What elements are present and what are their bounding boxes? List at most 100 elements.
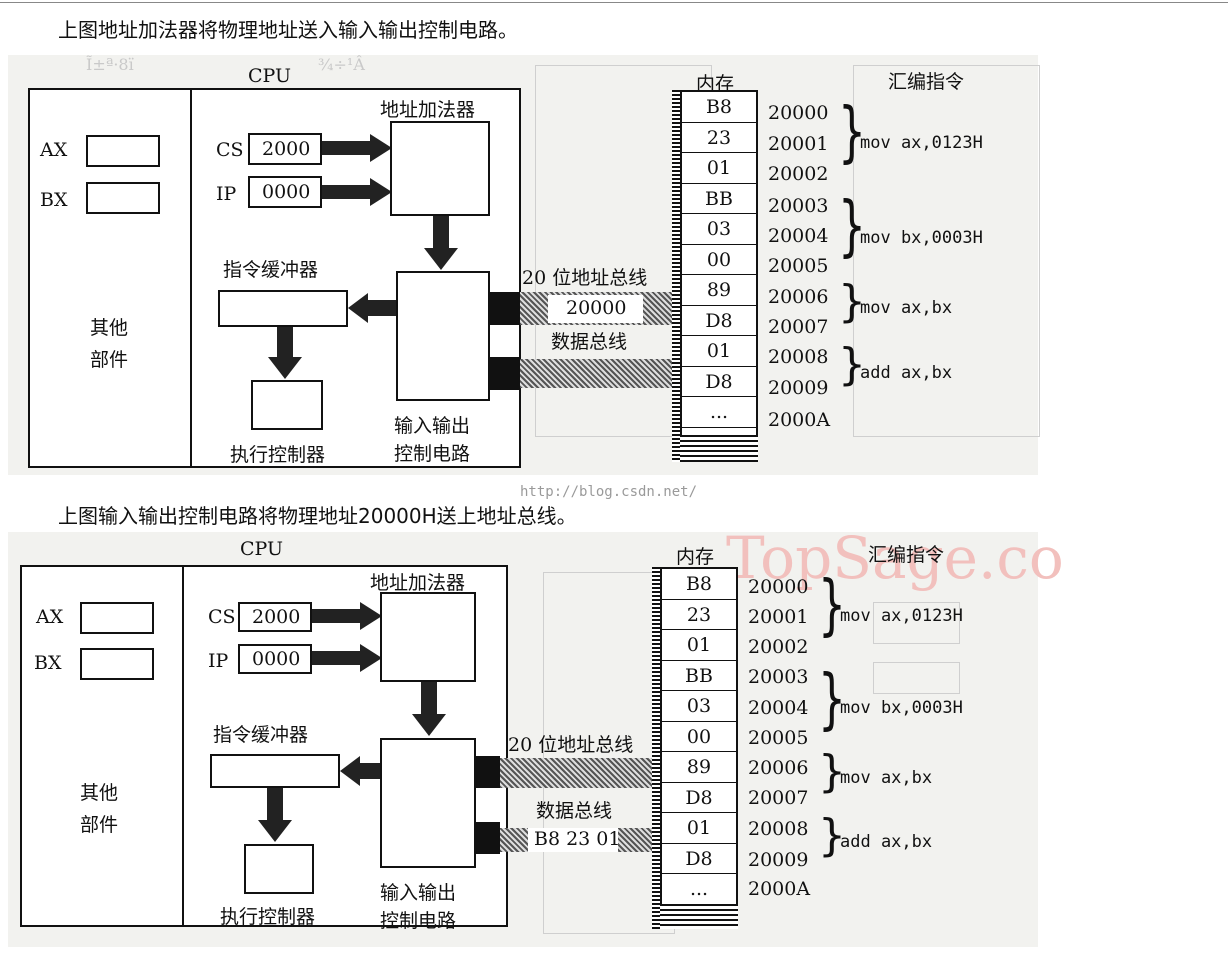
assembly-title: 汇编指令 [888,71,965,93]
data-bus-value-box: B8 23 01 [528,828,621,852]
register-to-adder-arrows [322,134,392,206]
instruction-buffer [210,754,340,788]
memory-address: 20000 [748,576,809,598]
io-to-buffer-arrow [348,293,398,323]
execution-controller-label: 执行控制器 [220,906,316,928]
url-watermark: http://blog.csdn.net/ [520,484,698,500]
diagram-figure-1: Ĩ±ª·8ï ¾÷¹Â CPU AX BX 其他 部件 CS 2000 IP 0… [8,55,1040,475]
memory-cell: D8 [682,306,756,336]
execution-controller-label: 执行控制器 [230,444,326,466]
ip-value: 0000 [252,648,301,670]
address-bus-value: 20000 [566,297,627,319]
memory-cell: B8 [662,569,736,600]
execution-controller [244,844,314,894]
brace-icon: } [838,94,866,171]
memory-stripe [652,567,660,929]
memory-address: 2000A [768,409,831,431]
memory-cell: 23 [682,123,756,153]
memory-cell: D8 [662,844,736,874]
memory-address: 2000A [748,878,811,900]
memory-cell: 23 [662,600,736,630]
io-control-circuit [396,271,490,401]
io-control-label-1: 输入输出 [394,415,471,437]
data-bus-label: 数据总线 [551,331,628,353]
cs-register: 2000 [248,133,322,165]
memory-cell: D8 [682,367,756,397]
top-divider [0,2,1228,3]
brace-icon: } [818,567,846,644]
address-bus-label: 20 位地址总线 [508,734,634,756]
cs-label: CS [216,139,244,161]
execution-controller [251,380,323,430]
memory-address: 20007 [768,316,829,338]
address-bus-label: 20 位地址总线 [522,267,648,289]
address-bus [500,758,652,788]
memory-address: 20008 [768,346,829,368]
assembly-instruction: add ax,bx [840,832,933,852]
io-control-label-2: 控制电路 [380,910,457,932]
ip-register: 0000 [238,644,312,674]
address-bus-port [490,292,520,325]
brace-icon: } [818,810,846,861]
memory-address: 20005 [748,727,809,749]
memory-cell: B8 [682,92,756,123]
data-bus [520,359,672,388]
other-parts-label-2: 部件 [90,349,129,371]
data-bus-port [474,822,500,854]
memory-tail [660,904,738,929]
memory-tail [680,435,758,462]
brace-icon: } [818,661,846,738]
buffer-to-executor-arrow [268,327,302,379]
memory-cell: 01 [662,813,736,844]
io-control-label-1: 输入输出 [380,882,457,904]
data-bus-value: B8 23 01 [534,828,621,850]
bx-label: BX [40,189,68,211]
ax-label: AX [40,139,68,161]
memory-address: 20007 [748,787,809,809]
adder-to-io-arrow [412,682,446,736]
memory-address: 20006 [768,286,829,308]
address-bus-port [474,756,500,788]
brace-icon: } [838,276,866,327]
cs-label: CS [208,606,236,628]
memory-cell: BB [662,661,736,691]
memory-address: 20004 [748,697,809,719]
memory-address: 20002 [768,163,829,185]
cpu-divider [182,565,184,927]
assembly-instruction: mov bx,0003H [840,698,963,718]
adder-to-io-arrow [424,216,458,270]
caption-first: 上图地址加法器将物理地址送入输入输出控制电路。 [58,18,518,42]
cpu-label: CPU [240,538,284,560]
ax-label: AX [36,606,64,628]
memory-cell: 01 [662,630,736,661]
memory-cell: 01 [682,336,756,367]
address-bus-value-box: 20000 [548,295,643,323]
memory-cell: 89 [682,275,756,306]
ip-register: 0000 [248,176,322,208]
brace-icon: } [838,339,866,390]
cpu-label: CPU [248,65,292,87]
assembly-instruction: mov ax,bx [860,298,953,318]
memory-address: 20003 [748,666,809,688]
assembly-title: 汇编指令 [868,544,945,566]
memory-block: B8 23 01 BB 03 00 89 D8 01 D8 ... [680,90,758,462]
assembly-instruction: mov ax,0123H [840,606,963,626]
memory-block: B8 23 01 BB 03 00 89 D8 01 D8 ... [660,567,738,929]
brand-watermark: TopSage.co [726,524,1064,592]
bx-register [80,648,154,680]
memory-cell: D8 [662,783,736,813]
io-control-label-2: 控制电路 [394,443,471,465]
instruction-buffer-label: 指令缓冲器 [213,724,309,746]
memory-cell: ... [682,397,756,428]
ip-label: IP [208,650,229,672]
memory-address: 20001 [748,606,809,628]
register-to-adder-arrows [312,602,382,672]
address-adder-label: 地址加法器 [370,572,466,594]
instruction-buffer [218,290,348,327]
memory-address: 20001 [768,133,829,155]
ip-value: 0000 [262,181,311,203]
memory-address: 20008 [748,818,809,840]
cpu-divider [190,88,192,468]
assembly-instruction: mov bx,0003H [860,228,983,248]
memory-cell: 03 [662,691,736,722]
